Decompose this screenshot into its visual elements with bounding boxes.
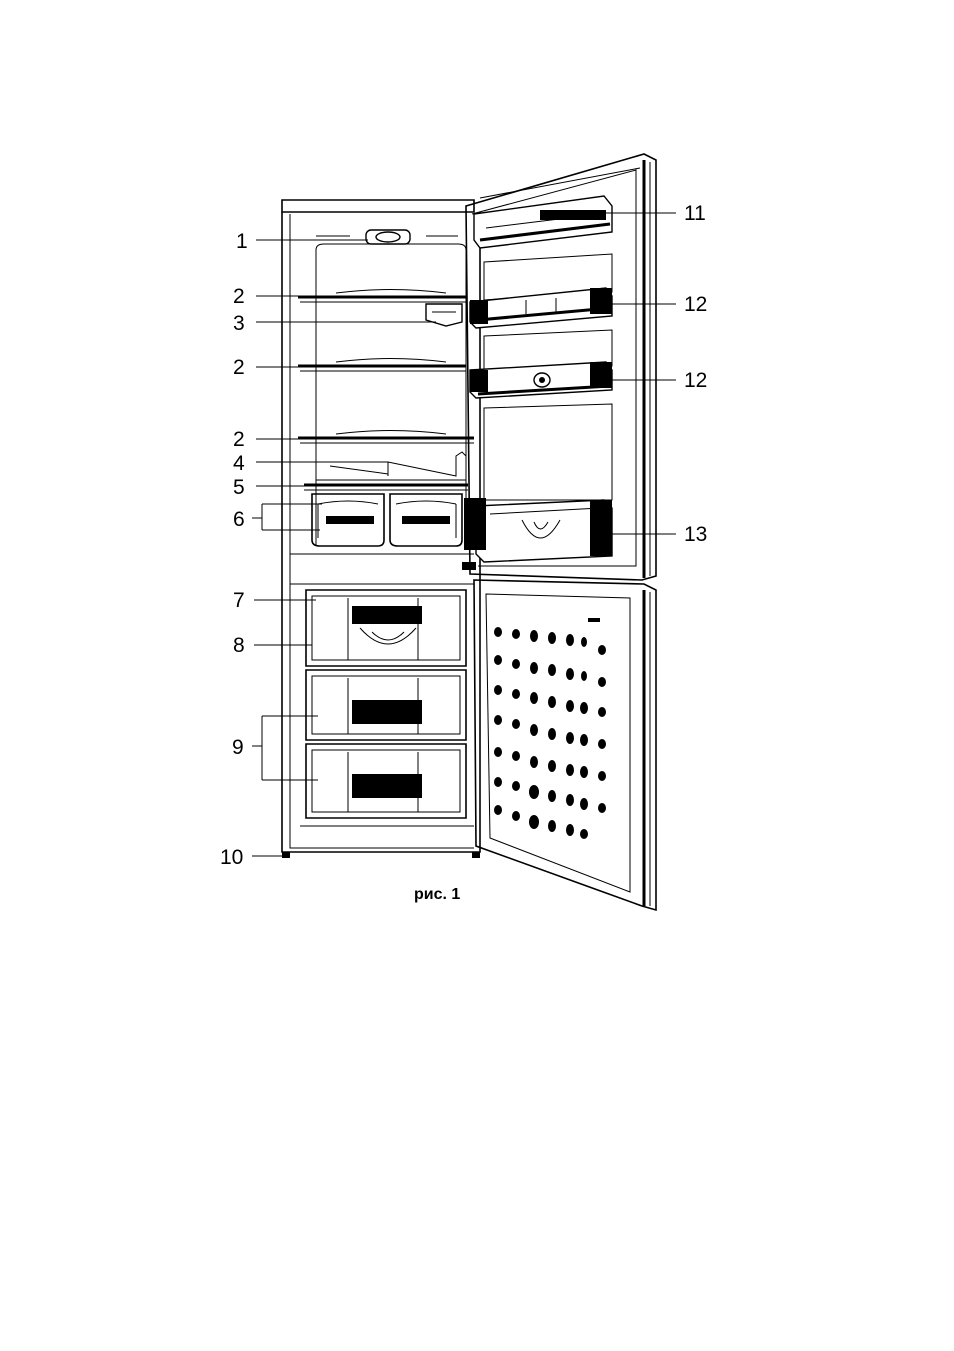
label-12b: 12 xyxy=(684,369,707,392)
label-4: 4 xyxy=(233,452,245,475)
label-8: 8 xyxy=(233,634,245,657)
label-11: 11 xyxy=(684,202,706,225)
label-2b: 2 xyxy=(233,356,245,379)
egg-tray xyxy=(426,304,462,326)
freezer-drawer-bottom xyxy=(306,744,466,818)
label-6: 6 xyxy=(233,508,245,531)
label-2c: 2 xyxy=(233,428,245,451)
label-3: 3 xyxy=(233,312,245,335)
right-callouts: 11 12 12 13 xyxy=(684,202,707,546)
label-10: 10 xyxy=(220,846,243,869)
crisper-cover xyxy=(304,485,468,490)
freezer-door-dimples xyxy=(494,627,606,839)
fridge-door-upper xyxy=(464,154,656,580)
left-callouts: 1 2 3 2 2 4 5 6 7 8 9 10 xyxy=(220,230,248,869)
freezer-door xyxy=(474,580,656,910)
drip-channel xyxy=(316,452,466,480)
door-shelf-top xyxy=(474,196,612,248)
door-bottle-shelf xyxy=(464,498,612,562)
label-1: 1 xyxy=(236,230,248,253)
crisper-right xyxy=(390,494,462,546)
shelf-bottom xyxy=(298,431,474,444)
shelf-middle xyxy=(298,359,466,372)
door-shelf-middle-a xyxy=(470,288,612,328)
label-9: 9 xyxy=(232,736,244,759)
door-shelf-middle-b xyxy=(470,362,612,398)
shelf-top xyxy=(298,290,466,303)
crisper-left xyxy=(312,494,384,546)
label-7: 7 xyxy=(233,589,245,612)
label-2a: 2 xyxy=(233,285,245,308)
label-13: 13 xyxy=(684,523,707,546)
figure-caption: рис. 1 xyxy=(414,886,460,903)
label-5: 5 xyxy=(233,476,245,499)
light-unit xyxy=(316,230,458,244)
freezer-drawer-middle xyxy=(306,670,466,740)
label-12a: 12 xyxy=(684,293,707,316)
freezer-drawer-top xyxy=(306,590,466,666)
fridge-cabinet xyxy=(282,200,480,858)
